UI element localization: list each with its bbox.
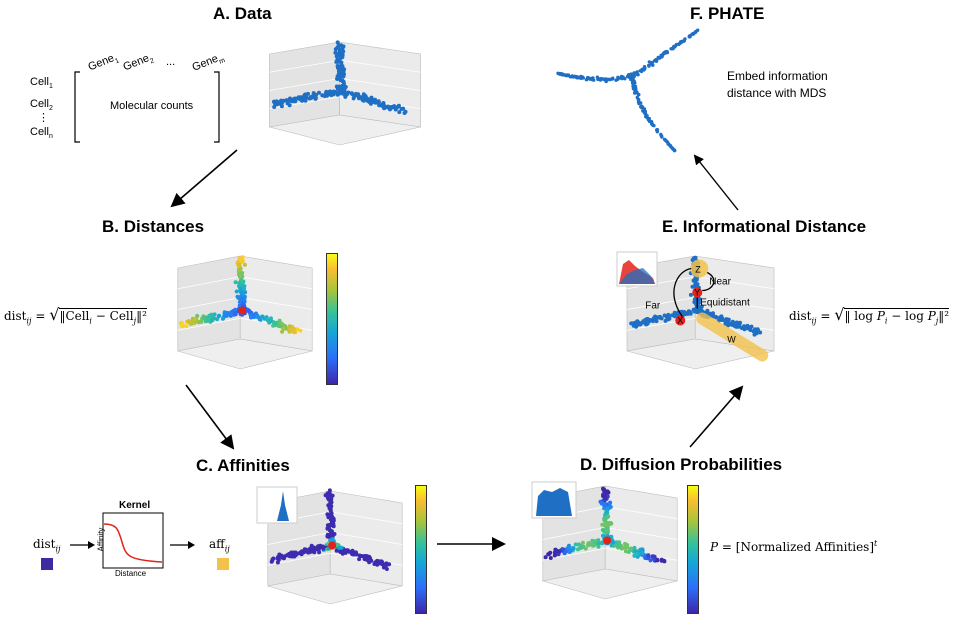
colorbar-affinities bbox=[415, 485, 427, 614]
kernel-ylabel: Affinity bbox=[96, 527, 106, 552]
label-x: X bbox=[677, 316, 683, 326]
panel-a-title: A. Data bbox=[213, 4, 272, 23]
kernel-title: Kernel bbox=[119, 500, 151, 511]
phate-caption: Embed information distance with MDS bbox=[727, 68, 828, 102]
dist-ij-label: distij bbox=[33, 537, 61, 554]
cell-1-label: Cell1 bbox=[30, 76, 53, 91]
distance-formula: distij = √‖Celli − Cellj‖² bbox=[4, 305, 147, 326]
label-w: W bbox=[727, 335, 736, 345]
scatter-cube-distances bbox=[177, 255, 313, 370]
panel-c-title: C. Affinities bbox=[196, 456, 290, 475]
label-near: Near bbox=[709, 277, 731, 288]
colorbar-diffusion bbox=[687, 485, 699, 614]
aff-ij-label: affij bbox=[209, 537, 230, 554]
arrow-b-to-c bbox=[185, 384, 235, 450]
panel-b-title: B. Distances bbox=[102, 217, 205, 236]
dist-color-swatch bbox=[41, 558, 53, 570]
matrix-brackets bbox=[74, 71, 220, 143]
arrow-from-kernel bbox=[170, 541, 195, 549]
panel-f-title: F. PHATE bbox=[690, 4, 765, 23]
phate-caption-line-2: distance with MDS bbox=[727, 86, 827, 100]
scatter-cube-diffusion bbox=[531, 481, 678, 600]
label-y: Y bbox=[694, 288, 700, 298]
scatter-cube-affinities bbox=[256, 486, 403, 605]
cell-n-label: Celln bbox=[30, 126, 53, 141]
phate-caption-line-1: Embed information bbox=[727, 69, 828, 83]
cell-ellipsis: ⋮ bbox=[38, 112, 49, 124]
informational-formula: distij = √‖ log Pi − log Pj‖² bbox=[789, 305, 950, 326]
diffusion-formula: P = [Normalized Affinities]t bbox=[710, 539, 878, 554]
arrow-a-to-b bbox=[170, 149, 238, 208]
panel-e-title: E. Informational Distance bbox=[662, 217, 867, 236]
label-far: Far bbox=[645, 301, 661, 312]
arrow-e-to-f bbox=[693, 154, 739, 211]
label-equidistant: Equidistant bbox=[700, 298, 750, 309]
panel-d-title: D. Diffusion Probabilities bbox=[580, 455, 783, 474]
colorbar-distances bbox=[326, 253, 338, 385]
cell-2-label: Cell2 bbox=[30, 98, 53, 113]
gene-ellipsis: ... bbox=[166, 56, 176, 68]
matrix-label: Molecular counts bbox=[110, 100, 194, 112]
aff-color-swatch bbox=[217, 558, 229, 570]
phate-embedding bbox=[556, 28, 700, 153]
arrow-to-kernel bbox=[70, 541, 95, 549]
label-z: Z bbox=[695, 265, 701, 275]
kernel-plot bbox=[102, 512, 164, 569]
scatter-cube-data bbox=[269, 40, 421, 146]
arrow-d-to-e bbox=[689, 385, 744, 448]
kernel-xlabel: Distance bbox=[115, 569, 147, 578]
